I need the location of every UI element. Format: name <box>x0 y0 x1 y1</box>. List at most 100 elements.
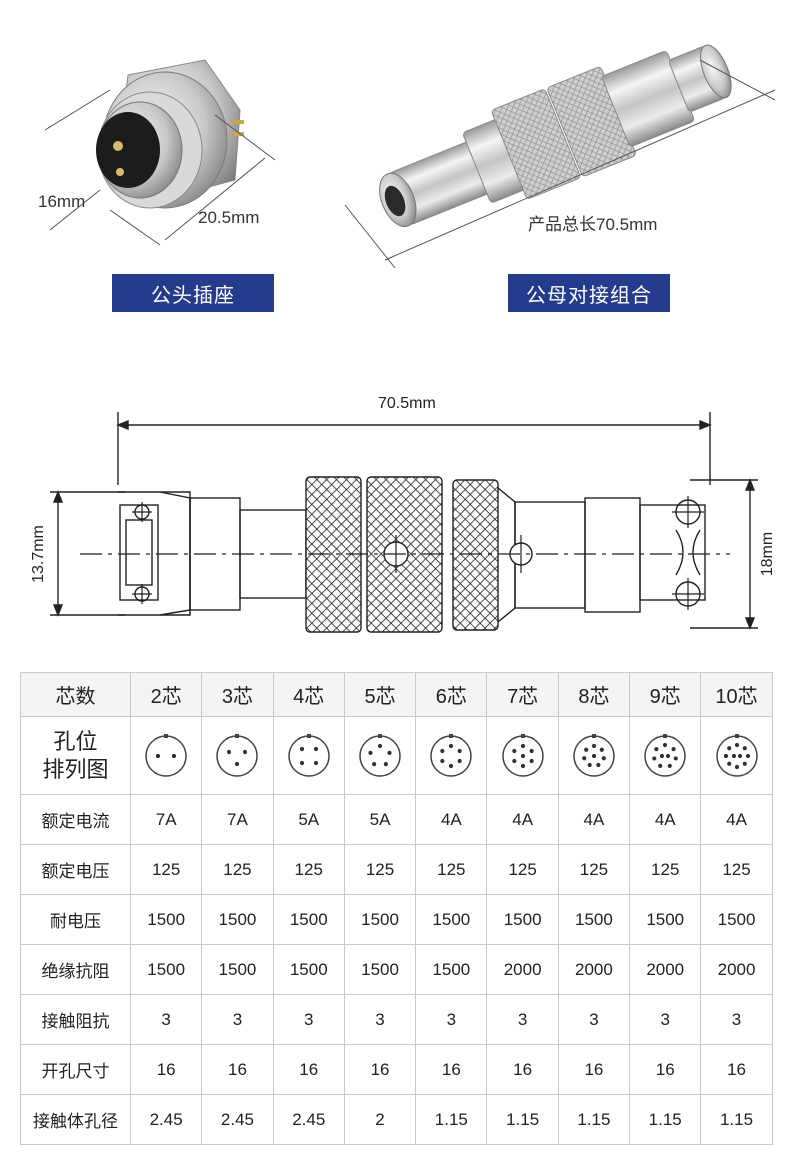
pin-dot <box>235 761 240 766</box>
pin-dot <box>511 758 517 763</box>
pin-dot <box>737 753 742 758</box>
pin-dot <box>591 753 597 758</box>
table-cell: 2.45 <box>129 1094 203 1145</box>
drawing-left-height-label: 13.7mm <box>30 525 47 583</box>
pin-dot <box>372 761 377 766</box>
pin-layout-cell <box>201 716 274 795</box>
pin-dot <box>666 753 671 758</box>
pin-dot <box>734 742 739 747</box>
pin-layout-cell <box>272 716 345 795</box>
table-cell: 4A <box>415 794 488 845</box>
core-header: 9芯 <box>629 672 702 717</box>
table-cell: 1500 <box>415 944 488 995</box>
pin-outline <box>359 734 401 777</box>
pin-dot <box>172 753 177 758</box>
pin-dot <box>601 755 606 760</box>
core-header: 7芯 <box>486 672 559 717</box>
pin-dot <box>742 745 747 750</box>
table-cell: 5A <box>272 794 345 845</box>
table-cell: 4A <box>629 794 702 845</box>
pin-dot <box>440 758 445 763</box>
pin-key <box>520 733 525 738</box>
pin-dot <box>520 763 525 768</box>
table-cell: 16 <box>557 1044 631 1095</box>
pin-dot <box>457 748 463 753</box>
pin-dot <box>587 762 592 767</box>
pin-key <box>164 733 169 738</box>
pin-dot <box>440 748 445 753</box>
row-label: 绝缘抗阻 <box>20 944 131 995</box>
table-cell: 125 <box>343 844 417 895</box>
table-cell: 16 <box>415 1044 488 1095</box>
table-cell: 1.15 <box>700 1094 773 1145</box>
table-cell: 125 <box>415 844 488 895</box>
photo-illustrations <box>44 44 776 269</box>
pin-dot <box>449 763 454 768</box>
socket-dim-left: 16mm <box>38 192 86 211</box>
pin-layout-cell <box>700 716 773 795</box>
table-cell: 3 <box>415 994 488 1045</box>
table-cell: 16 <box>272 1044 345 1095</box>
pin-dot <box>449 743 454 748</box>
pin-key <box>663 733 668 738</box>
table-cell: 2000 <box>700 944 773 995</box>
table-cell: 3 <box>129 994 203 1045</box>
pin-dot <box>377 743 383 748</box>
table-cell: 3 <box>700 994 773 1045</box>
table-header-row: 芯数 2芯 3芯 4芯 5芯 6芯 7芯 8芯 9芯 10芯 <box>20 672 773 717</box>
pin-layout-diagram <box>573 733 615 777</box>
pin-dot <box>243 749 248 754</box>
core-header: 10芯 <box>700 672 773 717</box>
table-cell: 16 <box>486 1044 559 1095</box>
pin-dot <box>591 743 597 748</box>
pin-dot <box>457 758 463 763</box>
connector-outline-drawing <box>50 412 758 633</box>
socket-badge: 公头插座 <box>112 274 274 312</box>
table-cell: 1500 <box>272 944 345 995</box>
table-cell: 16 <box>343 1044 417 1095</box>
table-cell: 2.45 <box>272 1094 345 1145</box>
pin-layout-cell <box>415 716 488 795</box>
pin-dot <box>667 763 673 768</box>
spec-table: 芯数 2芯 3芯 4芯 5芯 6芯 7芯 8芯 9芯 10芯 孔位 排列图 额定… <box>20 672 773 1145</box>
drawing-right-height-label: 18mm <box>759 531 776 577</box>
pin-dot <box>742 761 747 766</box>
pin-dot <box>596 762 601 767</box>
pin-layout-label-line1: 孔位 <box>53 728 98 754</box>
product-photos: 16mm 20.5mm 产品总长70.5mm 公头插座 公母对接组合 <box>0 0 790 330</box>
pin-layout-diagram <box>430 733 473 777</box>
pin-dot <box>529 748 534 753</box>
pin-layout-diagram <box>644 733 686 777</box>
table-cell: 4A <box>486 794 559 845</box>
pin-dot <box>734 764 739 769</box>
table-cell: 1500 <box>272 894 345 945</box>
row-label: 额定电流 <box>20 794 131 845</box>
table-cell: 1500 <box>700 894 773 945</box>
pin-dot <box>383 761 389 766</box>
pin-outline <box>644 734 686 777</box>
pin-dot <box>511 748 517 753</box>
pin-dot <box>529 758 534 763</box>
pin-layout-row: 孔位 排列图 <box>20 716 773 795</box>
table-cell: 16 <box>700 1044 773 1095</box>
table-cell: 4A <box>557 794 631 845</box>
table-cell: 2000 <box>629 944 702 995</box>
pin-dot <box>663 742 668 747</box>
core-header: 4芯 <box>272 672 345 717</box>
table-cell: 2000 <box>557 944 631 995</box>
table-cell: 1500 <box>343 894 417 945</box>
pin-layout-diagram <box>715 733 758 777</box>
pin-dot <box>654 746 659 751</box>
table-cell: 16 <box>129 1044 203 1095</box>
pin-key <box>449 733 454 738</box>
pin-key <box>591 733 596 738</box>
pin-key <box>734 733 739 738</box>
pin-layout-cell <box>629 716 702 795</box>
table-cell: 16 <box>629 1044 702 1095</box>
pin-dot <box>299 760 304 765</box>
pin-layout-diagram <box>501 733 544 777</box>
